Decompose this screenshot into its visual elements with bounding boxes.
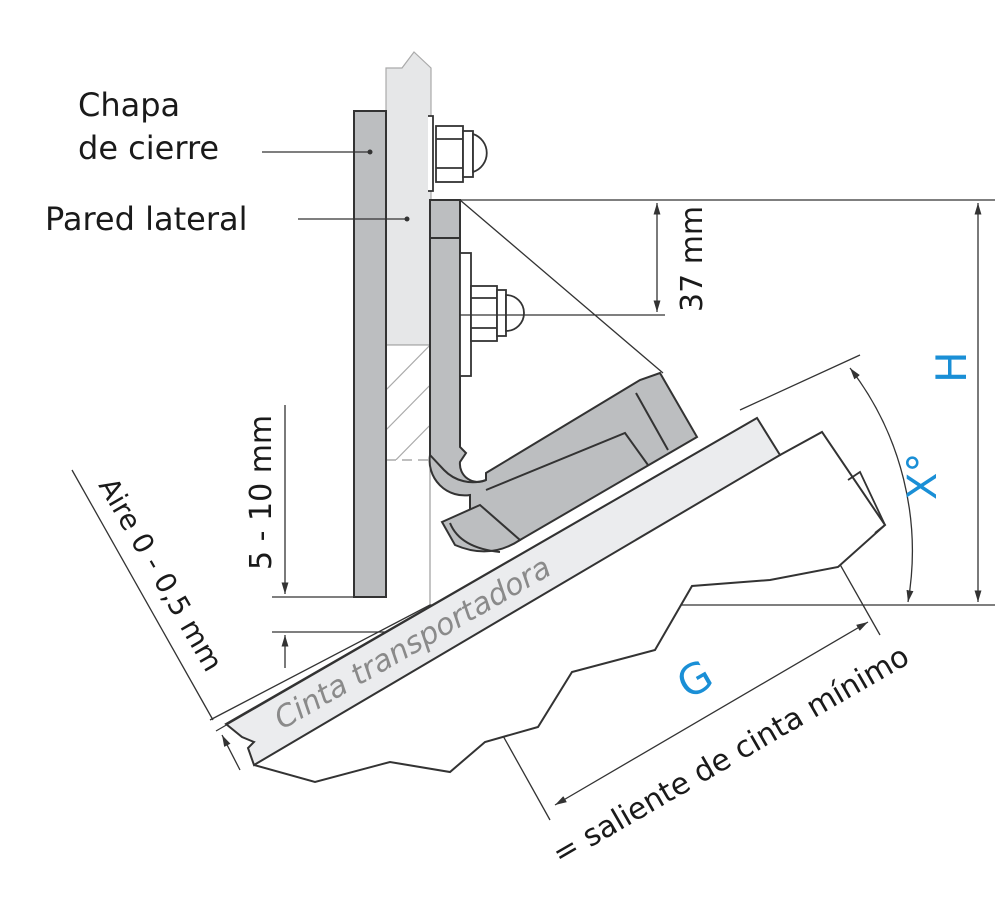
closing-plate: [353, 110, 387, 598]
label-saliente: = saliente de cinta mínimo: [547, 639, 916, 872]
leader-lines: [262, 151, 407, 220]
scraper-bracket: [428, 199, 699, 553]
label-X-angle: X°: [900, 453, 946, 500]
label-chapa-line2: de cierre: [78, 129, 219, 167]
top-bolt-icon: [428, 115, 488, 192]
label-chapa-line1: Chapa: [78, 86, 180, 124]
side-wall: [385, 51, 432, 605]
label-G: G: [669, 650, 722, 709]
label-5-10mm: 5 - 10 mm: [244, 415, 279, 570]
conveyor-belt: [215, 416, 782, 767]
label-aire: Aire 0 - 0,5 mm: [92, 472, 229, 677]
label-37mm: 37 mm: [675, 206, 710, 312]
label-H: H: [927, 351, 976, 383]
label-pared-lateral: Pared lateral: [45, 200, 247, 238]
